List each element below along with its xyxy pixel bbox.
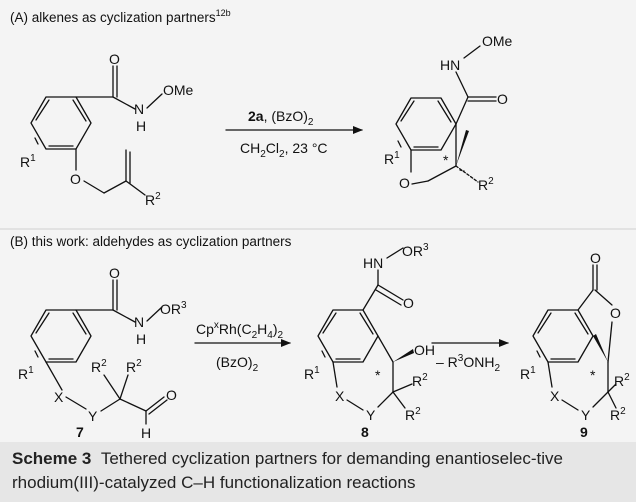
r2-label-9a: R2 [614,372,630,389]
svg-text:X: X [550,388,560,404]
svg-text:X: X [335,388,345,404]
svg-text:*: * [443,152,449,168]
r1-label-8: R1 [304,365,320,382]
compound-9: O O * R2 R2 Y X R1 [520,250,630,423]
svg-text:O: O [590,250,601,266]
svg-text:HN: HN [363,255,383,271]
or3-label-8: OR3 [402,242,429,259]
caption-text: Tethered cyclization partners for demand… [12,449,563,492]
svg-text:HN: HN [440,57,460,73]
r2-label-9b: R2 [610,406,626,423]
compound-a-product: O HN OMe O R2 * R1 [384,33,513,193]
svg-text:N: N [134,101,144,117]
svg-text:O: O [403,295,414,311]
svg-text:O: O [497,91,508,107]
svg-text:O: O [70,171,81,187]
r2-label-product: R2 [478,176,494,193]
svg-text:OH: OH [414,342,435,358]
r1-label: R1 [20,153,36,170]
svg-text:*: * [375,367,381,383]
reaction-scheme: (A) alkenes as cyclization partners12b O… [0,8,636,441]
svg-text:H: H [136,331,146,347]
section-b-title: (B) this work: aldehydes as cyclization … [10,234,292,249]
svg-text:Y: Y [581,407,591,423]
svg-text:H: H [136,118,146,134]
oxidant-label: (BzO)2 [216,354,259,374]
compound-8-label: 8 [361,424,369,440]
svg-text:X: X [54,389,64,405]
caption-label: Scheme 3 [12,449,92,468]
or3-label: OR3 [160,300,187,317]
compound-9-label: 9 [580,424,588,440]
r2-label-8b: R2 [405,406,421,423]
r2-label-8a: R2 [412,372,428,389]
svg-text:O: O [109,51,120,67]
svg-text:O: O [610,305,621,321]
r2-label-7b: R2 [126,358,142,375]
section-a-title: (A) alkenes as cyclization partners12b [10,8,231,25]
compound-8: O HN OR3 OH * R2 R2 Y X R1 [304,242,435,423]
r2-label: R2 [145,191,161,208]
svg-text:O: O [109,265,120,281]
byproduct-label: – R3ONH2 [436,353,500,374]
catalyst-label: CpxRh(C2H4)2 [196,320,284,341]
svg-text:O: O [166,387,177,403]
svg-text:OMe: OMe [163,82,194,98]
svg-text:O: O [399,175,410,191]
conditions-a: CH2Cl2, 23 °C [240,140,328,160]
r1-label-7: R1 [18,365,34,382]
caption-background [0,442,636,502]
compound-a-start: O N H OMe R1 O R2 [20,51,194,208]
scheme-background [0,0,636,442]
r2-label-7a: R2 [91,358,107,375]
svg-text:Y: Y [88,408,98,424]
scheme-caption: Scheme 3 Tethered cyclization partners f… [12,447,624,495]
svg-text:H: H [141,425,151,441]
svg-text:N: N [134,314,144,330]
svg-text:*: * [590,367,596,383]
svg-text:OMe: OMe [482,33,513,49]
compound-7-label: 7 [76,424,84,440]
reagent-a: 2a, (BzO)2 [248,108,314,128]
r1-label-9: R1 [520,365,536,382]
compound-7: O N H OR3 R1 X Y R2 R2 O H [18,265,187,441]
r1-label-product: R1 [384,150,400,167]
svg-text:Y: Y [366,407,376,423]
